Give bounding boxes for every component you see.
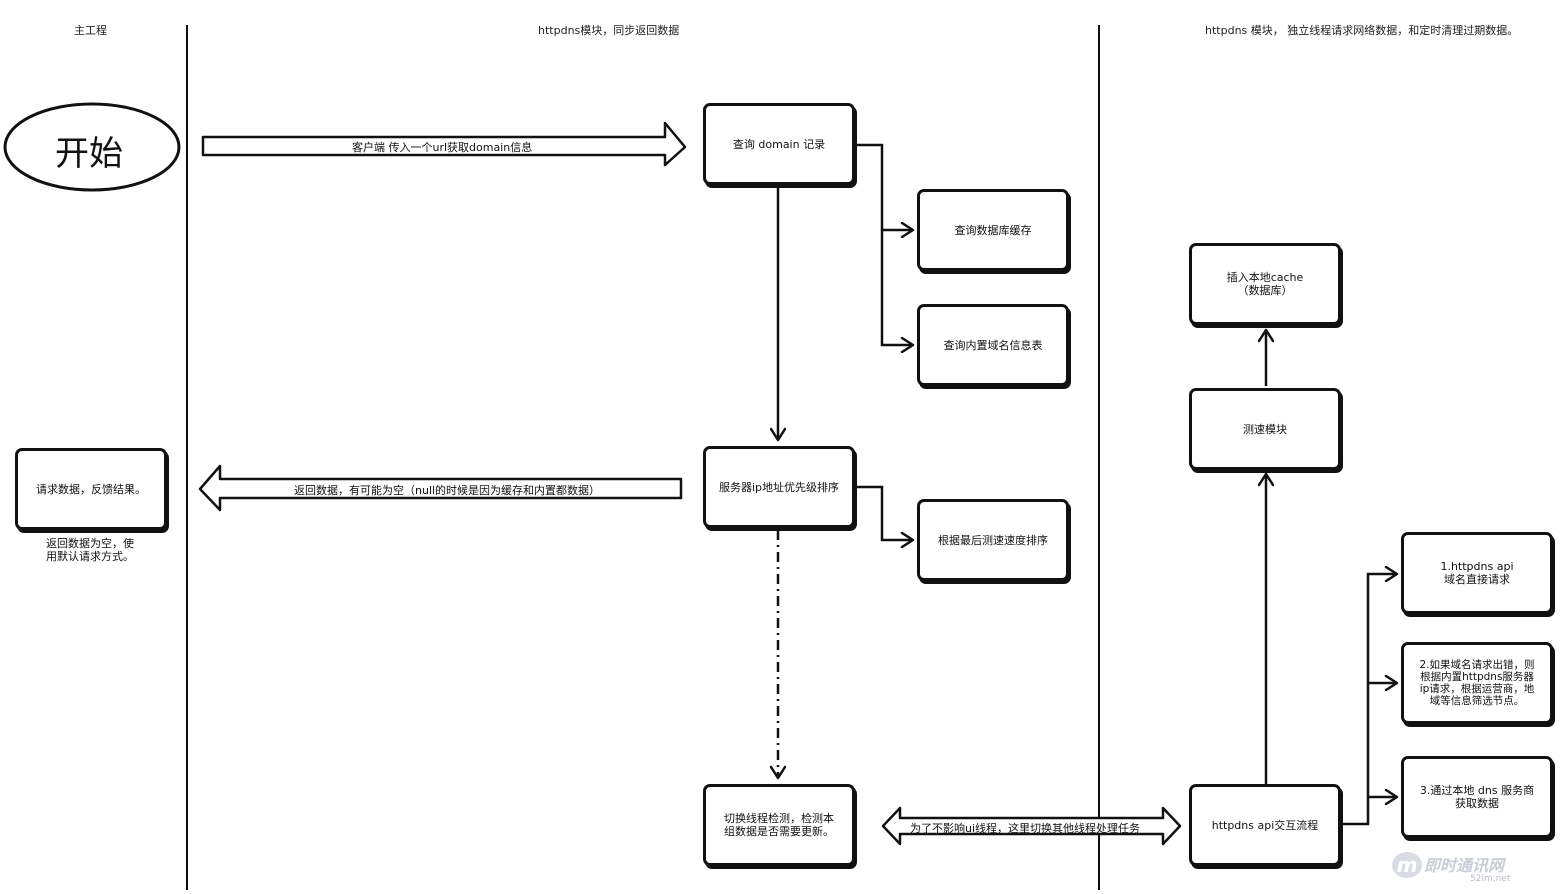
local-dns-text: 3.通过本地 dns 服务商 获取数据 [1419,784,1535,810]
edge-sort-to-speed [856,485,913,540]
switch-thread-text: 切换线程检测，检测本 组数据是否需要更新。 [724,812,834,838]
request-data-node: 请求数据，反馈结果。 [15,448,167,530]
sort-by-speed-text: 根据最后测速速度排序 [938,533,1048,547]
lane-title-sync: httpdns模块，同步返回数据 [538,24,680,37]
builtin-ip-request-text: 2.如果域名请求出错，则 根据内置httpdns服务器 ip请求，根据运营商，地… [1419,659,1535,707]
start-node: 开始 [55,134,123,174]
lane-title-main: 主工程 [74,24,107,37]
return-data-label: 返回数据，有可能为空（null的时候是因为缓存和内置都数据） [294,484,601,497]
query-builtin-text: 查询内置域名信息表 [943,338,1043,352]
query-domain-node: 查询 domain 记录 [703,103,855,185]
client-url-label: 客户端 传入一个url获取domain信息 [352,141,533,154]
request-data-text: 请求数据，反馈结果。 [36,482,146,496]
query-db-cache-node: 查询数据库缓存 [917,189,1069,271]
watermark-text: 即时通讯网 [1424,856,1505,875]
insert-cache-node: 插入本地cache （数据库） [1189,243,1341,325]
server-ip-sort-text: 服务器ip地址优先级排序 [718,480,840,494]
speed-test-text: 测速模块 [1243,422,1287,436]
speed-test-node: 测速模块 [1189,388,1341,470]
query-domain-text: 查询 domain 记录 [732,137,826,151]
empty-fallback-note: 返回数据为空，使 用默认请求方式。 [46,537,134,563]
return-data-arrow [198,464,683,512]
lane-title-async: httpdns 模块， 独立线程请求网络数据，和定时清理过期数据。 [1205,24,1519,37]
client-url-arrow [201,121,687,167]
sort-by-speed-node: 根据最后测速速度排序 [917,499,1069,581]
httpdns-api-flow-node: httpdns api交互流程 [1189,784,1341,866]
query-builtin-node: 查询内置域名信息表 [917,304,1069,386]
watermark-badge: m [1392,852,1422,878]
switch-thread-arrow [881,806,1182,846]
start-node-ellipse [3,102,181,192]
api-direct-text: 1.httpdns api 域名直接请求 [1440,560,1514,586]
local-dns-node: 3.通过本地 dns 服务商 获取数据 [1401,756,1553,838]
builtin-ip-request-node: 2.如果域名请求出错，则 根据内置httpdns服务器 ip请求，根据运营商，地… [1401,642,1553,724]
query-db-cache-text: 查询数据库缓存 [954,223,1032,237]
switch-thread-node: 切换线程检测，检测本 组数据是否需要更新。 [703,784,855,866]
switch-thread-label: 为了不影响ui线程，这里切换其他线程处理任务 [910,822,1141,835]
httpdns-api-flow-text: httpdns api交互流程 [1211,818,1319,832]
api-direct-node: 1.httpdns api 域名直接请求 [1401,532,1553,614]
edge-query-to-builtin [880,230,913,345]
edge-query-to-db-cache [856,143,913,230]
edge-api-to-direct [1342,574,1397,826]
insert-cache-text: 插入本地cache （数据库） [1226,271,1304,297]
watermark-sub: 52im.net [1470,874,1511,884]
server-ip-sort-node: 服务器ip地址优先级排序 [703,446,855,528]
